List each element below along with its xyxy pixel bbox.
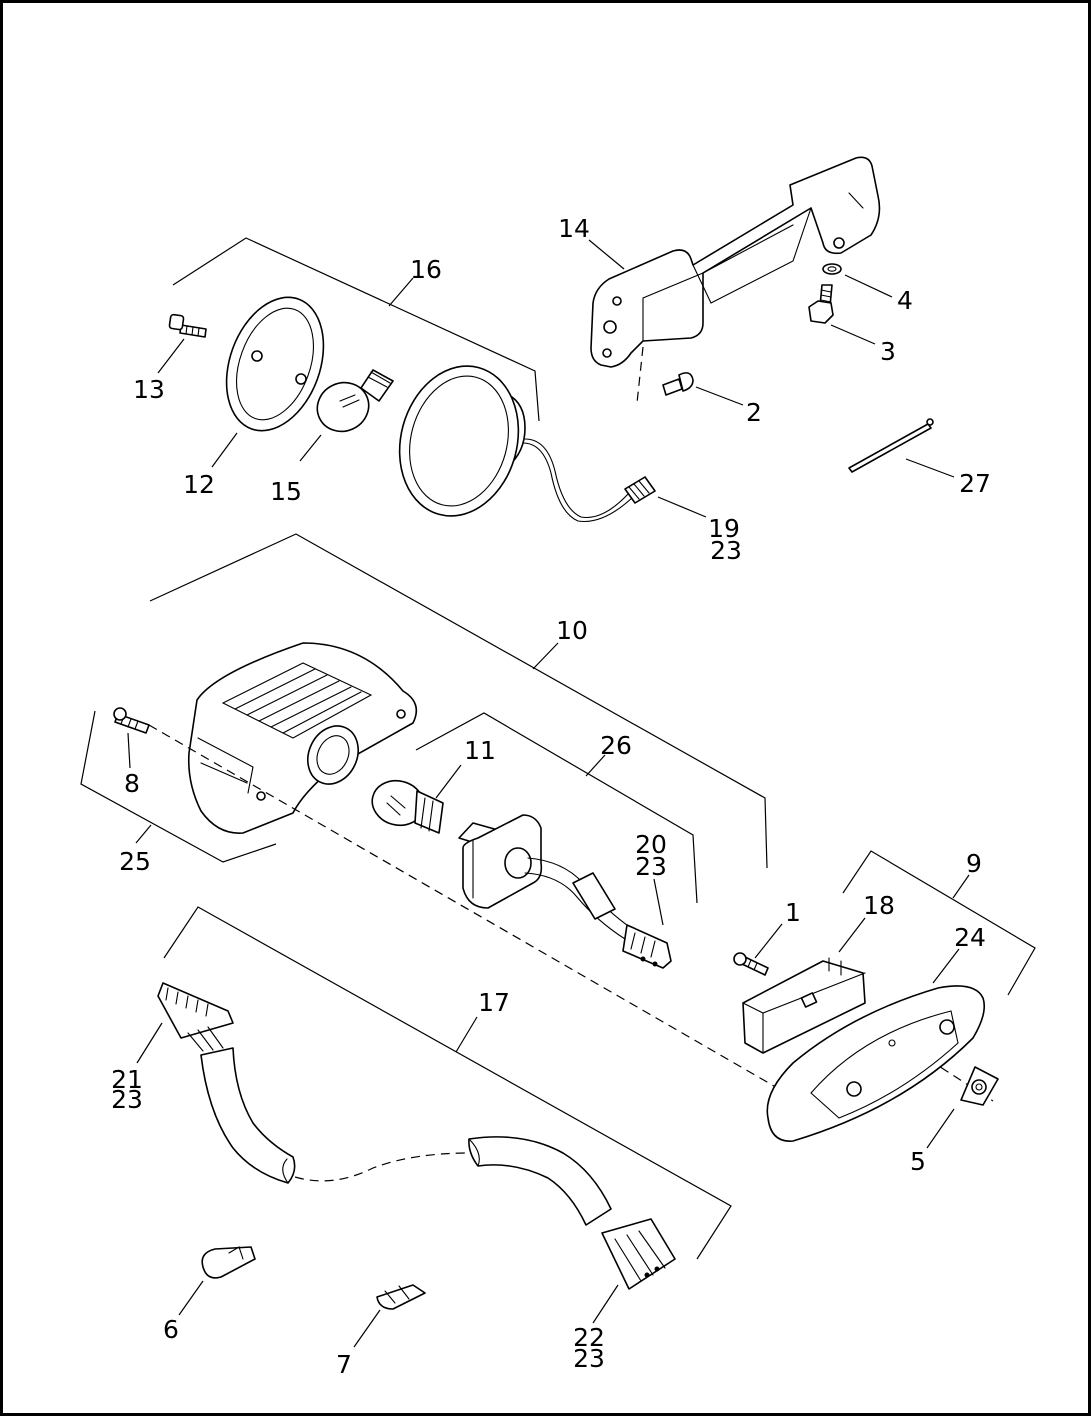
- callout-22: 22: [573, 1323, 605, 1352]
- bulb-part-11: [371, 764, 462, 834]
- callout-26: 26: [600, 731, 632, 760]
- hex-bolt-part-3: [808, 284, 876, 345]
- leader-25: [135, 824, 152, 844]
- socket-assembly-part-26: [458, 814, 672, 969]
- leader-8: [127, 732, 131, 769]
- leader-21: [136, 1022, 163, 1064]
- clip-part-6: [178, 1246, 256, 1316]
- leader-15: [299, 434, 322, 462]
- callout-2: 2: [746, 398, 762, 427]
- leader-4: [844, 274, 893, 298]
- leader-22: [592, 1284, 619, 1324]
- circuit-board-part-18: [742, 917, 866, 1054]
- leader-1: [754, 923, 783, 959]
- callout-25: 25: [119, 847, 151, 876]
- bracket-25: [80, 710, 277, 863]
- bracket-9: [842, 850, 1036, 996]
- bracket-hole: [603, 320, 617, 334]
- bezel-ring-part-12: [211, 296, 325, 468]
- callout-20-23: 23: [635, 852, 667, 881]
- callout-16: 16: [410, 255, 442, 284]
- callout-6: 6: [163, 1315, 179, 1344]
- leader-14: [588, 239, 625, 270]
- callout-13: 13: [133, 375, 165, 404]
- leader-3: [830, 324, 876, 345]
- callout-14: 14: [558, 214, 590, 243]
- leader-7: [353, 1309, 381, 1348]
- leader-26: [585, 754, 606, 777]
- leader-10: [532, 642, 559, 670]
- leader-16: [388, 277, 414, 307]
- callout-1: 1: [785, 898, 801, 927]
- callout-5: 5: [910, 1147, 926, 1176]
- bracket-10: [149, 533, 768, 869]
- leader-5: [926, 1108, 955, 1149]
- callout-15: 15: [270, 477, 302, 506]
- screw-part-13: [157, 313, 207, 374]
- assembly-axis: [148, 724, 794, 1098]
- leader-20: [653, 878, 664, 926]
- callout-8: 8: [124, 769, 140, 798]
- callout-4: 4: [897, 286, 913, 315]
- callout-10: 10: [556, 616, 588, 645]
- callout-labels: 1 2 3 4 5 6 7 8 9 10 11 12 13 14 15 16 1…: [111, 214, 991, 1379]
- lens-part-24: [766, 948, 986, 1142]
- bulb-part-15: [299, 369, 394, 462]
- leader-9: [952, 874, 970, 899]
- callout-27: 27: [959, 469, 991, 498]
- leader-6: [178, 1280, 204, 1316]
- callout-19-23: 23: [710, 536, 742, 565]
- marker-lamp-housing: [398, 365, 707, 523]
- callout-17: 17: [478, 988, 510, 1017]
- wiring-harness-part-17: [136, 982, 676, 1324]
- callout-20: 20: [635, 830, 667, 859]
- callout-3: 3: [880, 337, 896, 366]
- nut-part-5: [926, 1066, 999, 1149]
- callout-21: 21: [111, 1065, 143, 1094]
- callout-24: 24: [954, 923, 986, 952]
- callout-19: 19: [708, 514, 740, 543]
- leader-27: [905, 458, 955, 478]
- screw-part-1: [733, 923, 783, 976]
- callout-9: 9: [966, 849, 982, 878]
- mounting-bracket-part-14: [588, 156, 881, 404]
- screw-part-8: [113, 707, 150, 769]
- tail-lamp-housing-part-10: [187, 642, 418, 834]
- leader-11: [435, 764, 462, 799]
- exploded-parts-diagram: 1 2 3 4 5 6 7 8 9 10 11 12 13 14 15 16 1…: [80, 156, 1036, 1379]
- callout-11: 11: [464, 736, 496, 765]
- lock-washer-part-4: [822, 263, 893, 298]
- leader-17: [455, 1016, 478, 1053]
- cable-strap-part-27: [848, 418, 955, 478]
- group-brackets: [80, 237, 1036, 1260]
- leader-2: [695, 386, 744, 406]
- leader-24: [932, 948, 960, 984]
- callout-22-23: 23: [573, 1344, 605, 1373]
- callout-7: 7: [336, 1350, 352, 1379]
- bracket-17: [163, 906, 732, 1260]
- screw-part-2: [662, 372, 744, 406]
- leader-19: [657, 496, 707, 518]
- leader-18: [838, 917, 866, 953]
- leader-12: [211, 432, 238, 468]
- callout-18: 18: [863, 891, 895, 920]
- callout-12: 12: [183, 470, 215, 499]
- leader-13: [157, 338, 185, 374]
- callout-21-23: 23: [111, 1085, 143, 1114]
- clip-part-7: [353, 1284, 426, 1348]
